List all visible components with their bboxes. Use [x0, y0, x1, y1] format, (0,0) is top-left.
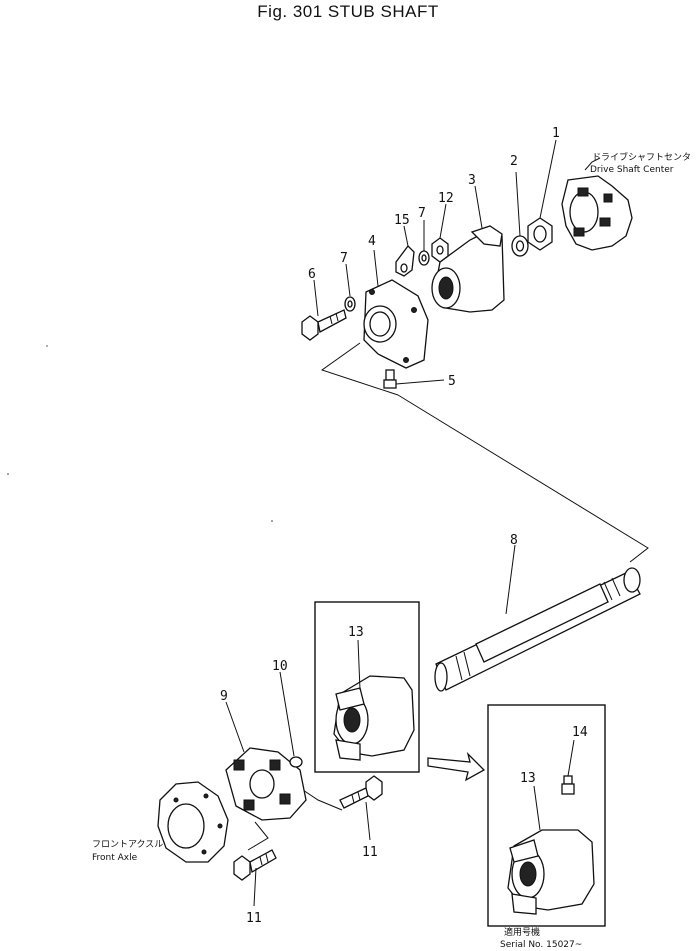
callout-14: 14	[572, 725, 588, 740]
drive-shaft-center-coupling	[561, 157, 633, 251]
callout-1: 1	[552, 126, 560, 141]
connection-lines	[247, 342, 649, 851]
note-front-axle-en: Front Axle	[92, 853, 138, 863]
callout-8: 8	[510, 533, 518, 548]
callout-6: 6	[308, 267, 316, 282]
washer-part-7-lower	[344, 263, 356, 312]
washer-part-2	[511, 171, 529, 257]
note-drive-shaft-jp: ドライブシャフトセンタ	[592, 151, 691, 163]
note-serial-en: Serial No. 15027~	[500, 940, 582, 950]
flange-box-right	[487, 704, 606, 927]
callout-9: 9	[220, 689, 228, 704]
direction-arrow	[427, 751, 486, 782]
callout-5: 5	[448, 374, 456, 389]
callout-10: 10	[272, 659, 288, 674]
callout-12: 12	[438, 191, 454, 206]
lock-nut-part-1	[527, 139, 557, 251]
grease-nipple-part-14	[561, 739, 575, 795]
figure-title: Fig. 301 STUB SHAFT	[257, 2, 439, 21]
bolt-part-11-bottom	[233, 849, 277, 907]
bolt-part-11-center	[339, 775, 383, 841]
callout-7-lower: 7	[340, 251, 348, 266]
callout-3: 3	[468, 173, 476, 188]
stub-shaft-part-8	[434, 544, 641, 692]
bolt-part-6	[301, 279, 347, 341]
callout-11-bottom: 11	[246, 911, 262, 926]
washer-part-7-upper	[418, 220, 430, 266]
grease-fitting-part-10	[279, 671, 303, 768]
note-front-axle-jp: フロントアクスル	[92, 839, 163, 850]
callout-13-right: 13	[520, 771, 536, 786]
grease-nipple-part-5	[383, 369, 445, 389]
lock-plate-part-15	[395, 225, 415, 277]
callout-4: 4	[368, 234, 376, 249]
callout-11-center: 11	[362, 845, 378, 860]
bearing-case-part-4	[363, 249, 429, 369]
companion-flange-part-3	[431, 185, 505, 313]
spider-coupling-part-9	[225, 701, 307, 821]
nut-part-12	[431, 203, 449, 263]
note-serial-jp: 適用号機	[504, 926, 540, 938]
note-drive-shaft-en: Drive Shaft Center	[590, 165, 674, 175]
callout-15: 15	[394, 213, 410, 228]
diagram-notes: ドライブシャフトセンタ Drive Shaft Center フロントアクスル …	[92, 151, 691, 950]
callout-7-upper: 7	[418, 206, 426, 221]
callout-labels: 1 2 3 12 7 15 4 7 6 5 8 13 10 9 14 13 11…	[220, 126, 588, 926]
callout-2: 2	[510, 154, 518, 169]
front-axle-flange	[157, 781, 229, 863]
flange-box-left	[314, 601, 420, 773]
scan-specks	[7, 345, 273, 522]
callout-13-left: 13	[348, 625, 364, 640]
